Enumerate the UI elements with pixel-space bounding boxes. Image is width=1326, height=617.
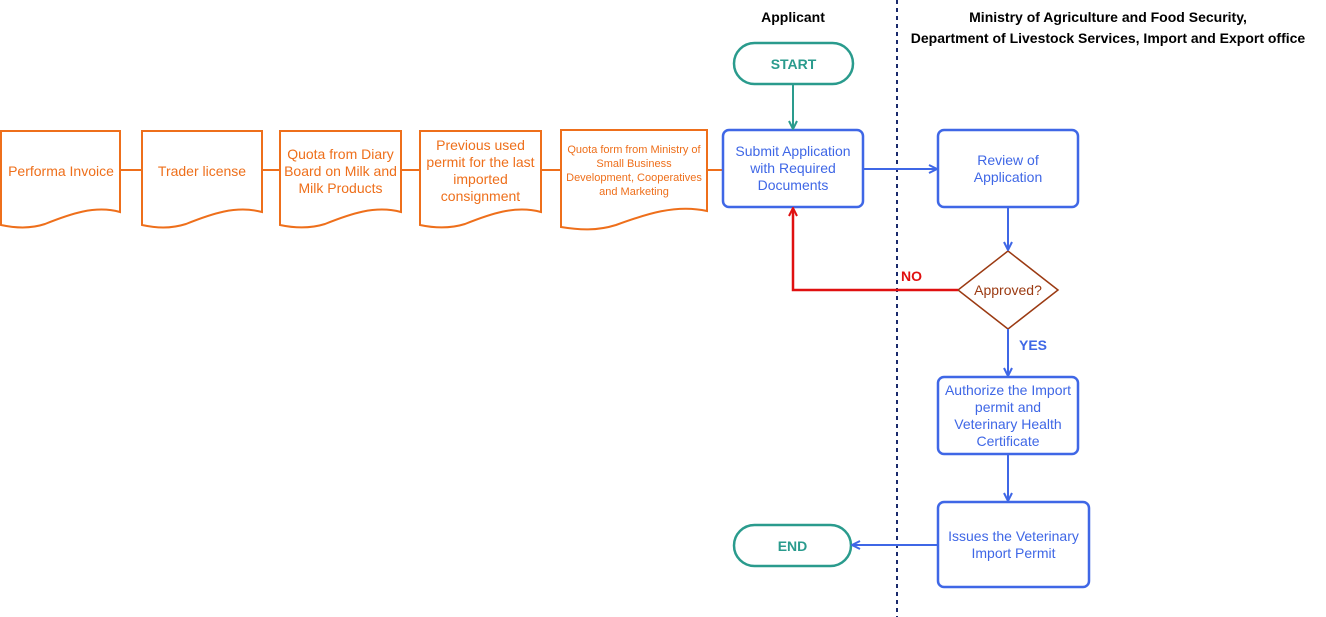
- approved-decision-label: Approved?: [974, 282, 1042, 298]
- document-previous-permit: Previous used permit for the last import…: [426, 137, 535, 204]
- submit-application-label: Submit Application with Required Documen…: [735, 143, 851, 193]
- document-shape-quota-diary-board: [279, 130, 402, 229]
- document-quota-ministry: Quota form from Ministry of Small Busine…: [566, 144, 702, 198]
- review-application-label: Review of Application: [973, 151, 1043, 185]
- ministry-lane-title-line1: Ministry of Agriculture and Food Securit…: [969, 9, 1247, 25]
- document-performa-invoice: Performa Invoice: [8, 162, 114, 179]
- issue-permit-label: Issues the Veterinary Import Permit: [948, 527, 1079, 561]
- applicant-lane-title: Applicant: [761, 9, 825, 25]
- no-edge-label: NO: [901, 268, 922, 284]
- end-label: END: [777, 537, 808, 554]
- start-label: START: [770, 55, 817, 72]
- document-shape-performa-invoice: [0, 130, 121, 229]
- document-shape-previous-permit: [419, 130, 542, 229]
- ministry-lane-title-line2: Department of Livestock Services, Import…: [910, 30, 1306, 46]
- yes-edge-label: YES: [1019, 337, 1048, 353]
- document-shape-trader-license: [141, 130, 263, 229]
- document-trader-license: Trader license: [157, 162, 247, 179]
- document-shape-quota-ministry: [560, 129, 708, 231]
- document-quota-diary-board: Quota from Diary Board on Milk and Milk …: [284, 145, 397, 196]
- no-branch-arrow: [793, 209, 958, 292]
- authorize-permit-label: Authorize the Import permit and Veterina…: [944, 381, 1072, 449]
